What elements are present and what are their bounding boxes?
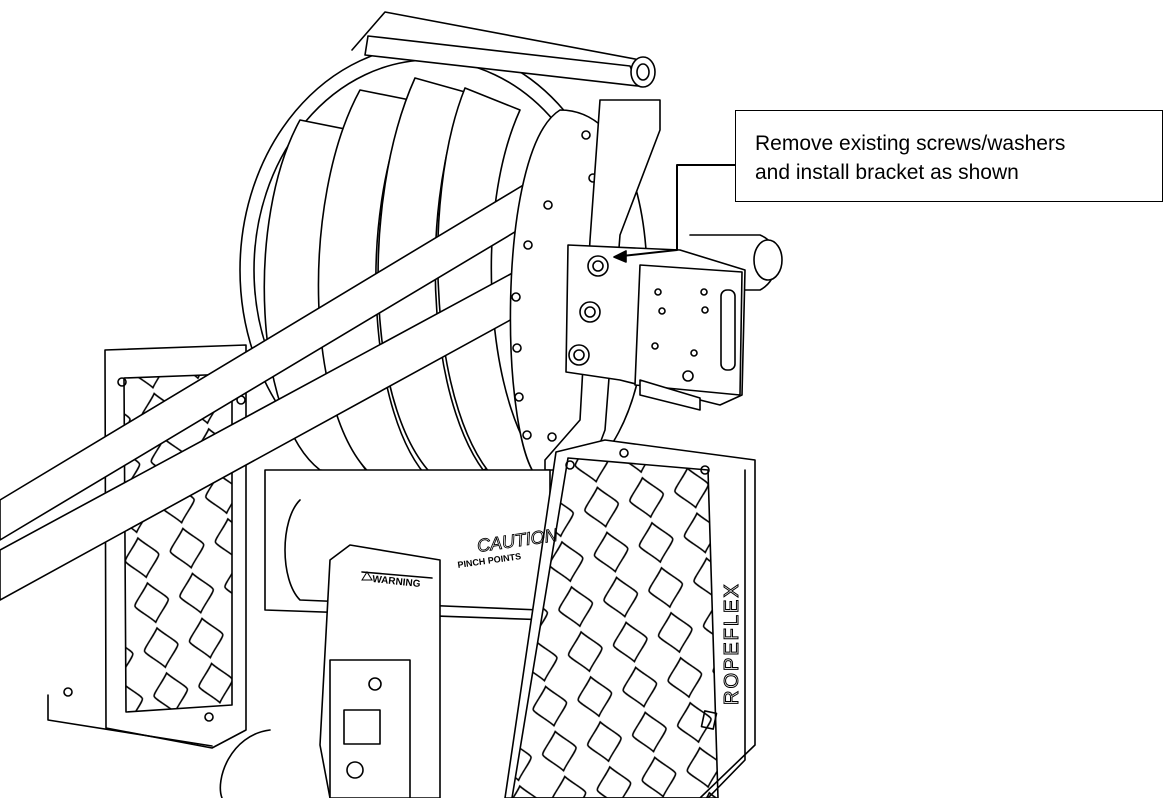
warning-arm: [219, 544, 441, 799]
callout-line-1: Remove existing screws/washers: [755, 132, 1066, 155]
callout-box: Remove existing screws/washers and insta…: [735, 110, 1163, 202]
mounting-bracket: [565, 244, 746, 411]
brand-label: ROPEFLEX: [721, 582, 743, 705]
callout-leader: [613, 164, 736, 263]
right-tread-plate: [504, 439, 756, 799]
warning-label: WARNING: [372, 574, 421, 590]
top-handle: [351, 11, 656, 88]
warning-triangle-icon: [361, 571, 373, 581]
callout-line-2: and install bracket as shown: [755, 161, 1019, 184]
